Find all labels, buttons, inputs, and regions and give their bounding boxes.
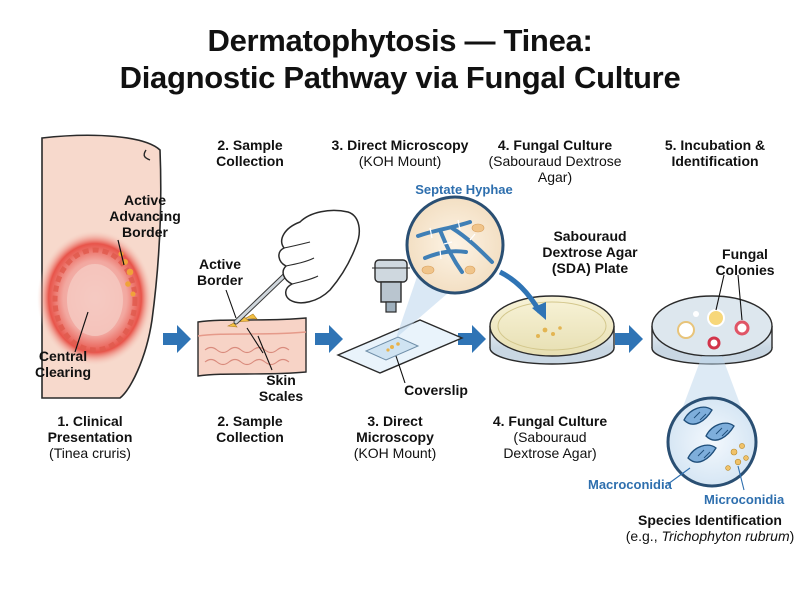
top-step-fungal-culture: 4. Fungal Culture(Sabouraud Dextrose Aga… (488, 137, 622, 185)
sample-collection-illustration (197, 209, 361, 377)
diagram-title-line2: Diagnostic Pathway via Fungal Culture (119, 60, 681, 95)
species-identification-caption: Species Identification (e.g., Trichophyt… (620, 512, 800, 544)
label-septate-hyphae: Septate Hyphae (415, 182, 513, 197)
arrow-1-to-2 (163, 325, 191, 353)
species-identification-title: Species Identification (638, 512, 782, 528)
arrow-3-to-4 (458, 325, 486, 353)
pathway-arrows (163, 325, 643, 353)
top-step-direct-microscopy: 3. Direct Microscopy(KOH Mount) (331, 137, 469, 169)
incubated-plate-illustration (651, 274, 773, 491)
sda-plate-illustration (489, 269, 615, 365)
label-coverslip: Coverslip (404, 382, 468, 398)
species-example: (e.g., Trichophyton rubrum) (625, 528, 795, 544)
label-microconidia: Microconidia (704, 492, 785, 507)
label-macroconidia: Macroconidia (588, 477, 672, 492)
arrow-2-to-3 (315, 325, 343, 353)
diagram-title-line1: Dermatophytosis — Tinea: (207, 23, 593, 58)
microscopy-illustration (336, 195, 505, 384)
clinical-leg-illustration (37, 134, 162, 399)
arrow-4-to-5 (615, 325, 643, 353)
septate-hyphae-magnifier (405, 195, 505, 295)
top-step-incubation-identification: 5. Incubation &Identification (664, 137, 766, 169)
